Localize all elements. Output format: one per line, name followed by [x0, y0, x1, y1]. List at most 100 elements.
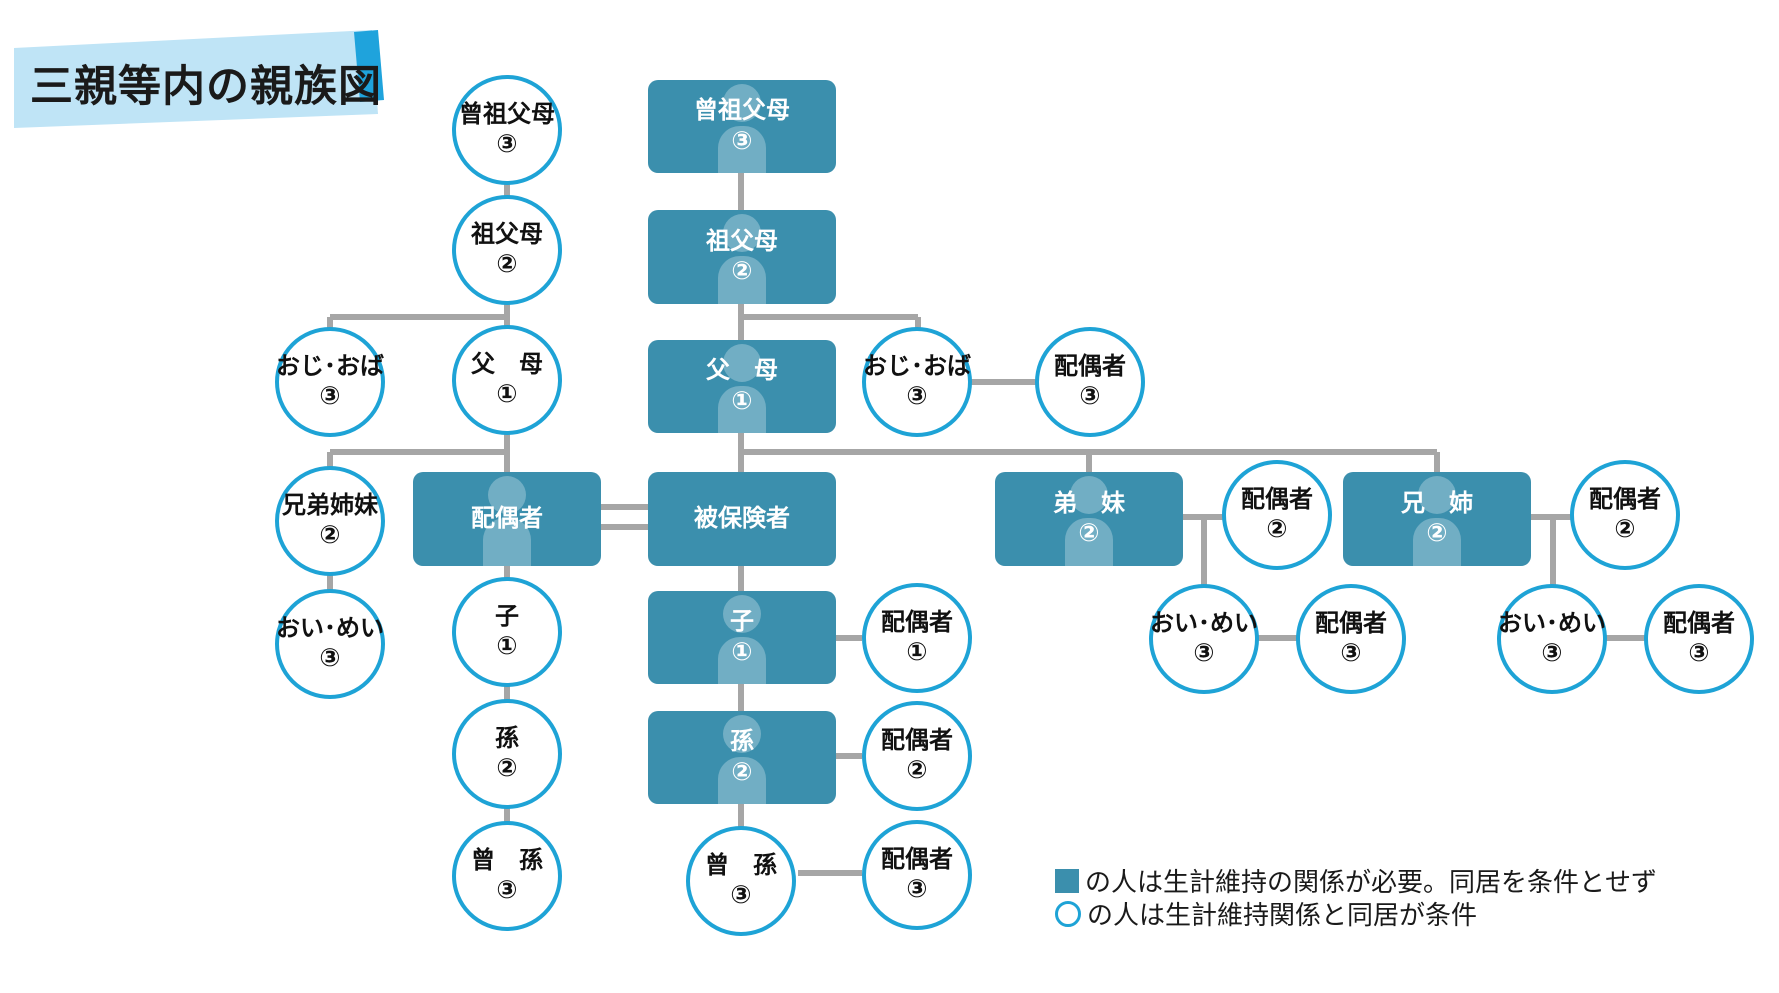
node-older-siblings-spouse: 配偶者 ② — [1570, 460, 1680, 570]
node-great-grandchild-spouse: 配偶者 ③ — [862, 820, 972, 930]
degree-label: ② — [731, 256, 753, 286]
person-silhouette-icon — [717, 210, 767, 304]
legend-row-circle: の人は生計維持関係と同居が条件 — [1055, 897, 1657, 931]
degree-label: ① — [906, 637, 928, 667]
node-label: おい･めい — [1498, 608, 1606, 637]
degree-label: ① — [731, 385, 753, 415]
node-parents: 父 母 ① — [648, 340, 836, 433]
node-parents-spouse-side: 父 母 ① — [452, 325, 562, 435]
person-silhouette-icon — [717, 711, 767, 804]
title-banner — [14, 30, 384, 128]
person-silhouette-icon — [717, 340, 767, 433]
degree-label: ① — [496, 631, 518, 661]
node-great-grandparents: 曾祖父母 ③ — [648, 80, 836, 173]
degree-label: ② — [1078, 518, 1100, 548]
degree-label: ② — [1614, 514, 1636, 544]
node-spouse: 配偶者 — [413, 472, 601, 566]
node-label: 曾祖父母 — [459, 99, 555, 128]
degree-label: ② — [496, 753, 518, 783]
node-older-siblings: 兄 姉 ② — [1343, 472, 1531, 566]
node-label: 曾 孫 — [705, 850, 777, 879]
node-label: 祖父母 — [706, 226, 778, 255]
legend-box-swatch — [1055, 868, 1079, 893]
legend-row-box: の人は生計維持の関係が必要。同居を条件とせず — [1055, 864, 1658, 898]
person-silhouette-icon — [717, 591, 767, 684]
degree-label: ③ — [731, 125, 753, 155]
legend-box-text: の人は生計維持の関係が必要。同居を条件とせず — [1085, 868, 1658, 898]
node-grandchild-of-spouse: 孫 ② — [452, 699, 562, 809]
degree-label: ③ — [730, 880, 752, 910]
node-grandparents-spouse-side: 祖父母 ② — [452, 195, 562, 305]
degree-label: ① — [496, 379, 518, 409]
person-silhouette-icon — [482, 472, 532, 566]
legend: の人は生計維持の関係が必要。同居を条件とせず の人は生計維持関係と同居が条件 — [1055, 864, 1658, 931]
node-child-spouse: 配偶者 ① — [862, 583, 972, 693]
degree-label: ③ — [319, 381, 341, 411]
node-grandparents: 祖父母 ② — [648, 210, 836, 304]
node-great-grandchild-of-spouse: 曾 孫 ③ — [452, 821, 562, 931]
degree-label: ③ — [1340, 638, 1362, 668]
node-label: 曾 孫 — [471, 845, 543, 874]
node-younger-niece-nephew-spouse: 配偶者 ③ — [1296, 584, 1406, 694]
node-label: 曾祖父母 — [694, 96, 790, 125]
node-great-grandparents-spouse-side: 曾祖父母 ③ — [452, 75, 562, 185]
degree-label: ③ — [906, 381, 928, 411]
node-label: 配偶者 — [1589, 484, 1661, 513]
node-label: おい･めい — [276, 613, 384, 642]
degree-label: ③ — [1541, 638, 1563, 668]
legend-circle-swatch — [1055, 900, 1081, 927]
node-label: おい･めい — [1150, 608, 1258, 637]
person-silhouette-icon — [1064, 472, 1114, 566]
degree-label: ③ — [496, 875, 518, 905]
node-label: 配偶者 — [1315, 608, 1387, 637]
degree-label: ① — [731, 636, 753, 666]
degree-label: ③ — [1193, 638, 1215, 668]
degree-label: ③ — [319, 643, 341, 673]
node-older-niece-nephew: おい･めい ③ — [1497, 584, 1607, 694]
node-label: 配偶者 — [881, 844, 953, 873]
node-aunt-uncle-spouse-side: おじ･おば ③ — [275, 327, 385, 437]
node-insured: 被保険者 — [648, 472, 836, 566]
node-label: 配偶者 — [1054, 351, 1126, 380]
node-child: 子 ① — [648, 591, 836, 684]
diagram-title: 三親等内の親族図 — [30, 62, 382, 112]
node-child-of-spouse: 子 ① — [452, 577, 562, 687]
node-label: 兄 姉 — [1401, 488, 1473, 517]
node-younger-niece-nephew: おい･めい ③ — [1149, 584, 1259, 694]
person-silhouette-icon — [1412, 472, 1462, 566]
node-grandchild: 孫 ② — [648, 711, 836, 804]
degree-label: ③ — [906, 874, 928, 904]
node-label: 配偶者 — [471, 504, 543, 533]
node-aunt-uncle: おじ･おば ③ — [862, 327, 972, 437]
node-label: 配偶者 — [881, 607, 953, 636]
node-younger-siblings: 弟 妹 ② — [995, 472, 1183, 566]
node-great-grandchild: 曾 孫 ③ — [686, 826, 796, 936]
person-silhouette-icon — [717, 80, 767, 173]
node-niece-nephew-spouse-side: おい･めい ③ — [275, 589, 385, 699]
node-label: 子 — [730, 607, 754, 636]
degree-label: ③ — [1688, 638, 1710, 668]
degree-label: ② — [319, 520, 341, 550]
degree-label: ② — [496, 249, 518, 279]
node-siblings-spouse-side: 兄弟姉妹 ② — [275, 466, 385, 576]
node-label: 配偶者 — [881, 725, 953, 754]
node-grandchild-spouse: 配偶者 ② — [862, 701, 972, 811]
degree-label: ② — [906, 755, 928, 785]
node-label: 弟 妹 — [1053, 488, 1125, 517]
node-label: 被保険者 — [694, 504, 790, 533]
degree-label: ② — [1266, 514, 1288, 544]
node-older-niece-nephew-spouse: 配偶者 ③ — [1644, 584, 1754, 694]
node-label: 祖父母 — [471, 219, 543, 248]
legend-circle-text: の人は生計維持関係と同居が条件 — [1087, 901, 1478, 931]
node-aunt-uncle-spouse: 配偶者 ③ — [1035, 327, 1145, 437]
degree-label: ② — [731, 756, 753, 786]
node-label: 配偶者 — [1241, 484, 1313, 513]
degree-label: ③ — [1079, 381, 1101, 411]
node-label: 配偶者 — [1663, 608, 1735, 637]
node-label: 孫 — [730, 727, 754, 756]
node-label: 子 — [495, 601, 519, 630]
node-label: 孫 — [495, 723, 519, 752]
node-label: 兄弟姉妹 — [282, 490, 378, 519]
